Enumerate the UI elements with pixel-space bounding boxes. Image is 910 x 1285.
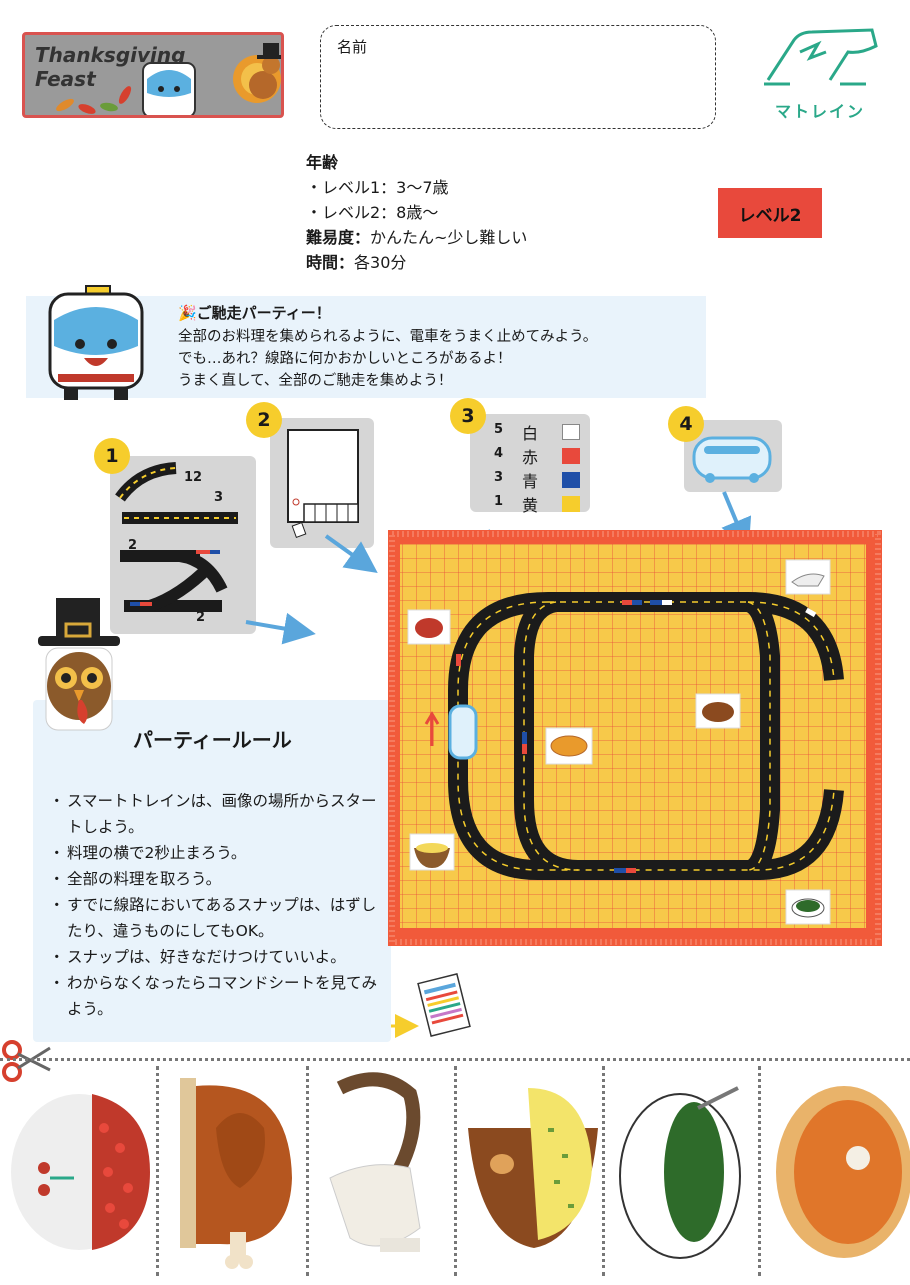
- time-value: 各30分: [354, 253, 407, 272]
- command-sheet-panel: [270, 418, 374, 548]
- brand-logo: マトレイン: [760, 22, 880, 132]
- pilgrim-owl-icon: [38, 598, 120, 731]
- smart-train-icon: [692, 436, 772, 483]
- white-swatch: [562, 424, 580, 440]
- difficulty-label: 難易度：: [306, 228, 371, 247]
- mashed-potato-icon: [468, 1088, 598, 1248]
- step-number-3: 3: [450, 398, 486, 434]
- thanksgiving-illustration-icon: [56, 43, 281, 115]
- intro-line: 全部のお料理を集められるように、電車をうまく止めてみよう。: [178, 329, 598, 345]
- switch-left-count: 2: [128, 538, 138, 553]
- age-label: 年齢: [306, 153, 339, 172]
- green-bean-tile: [785, 889, 831, 925]
- name-label: 名前: [337, 38, 368, 56]
- cutout-green-beans: [608, 1068, 758, 1280]
- level1-age: ・レベル1：3〜7歳: [306, 178, 449, 197]
- cranberry-icon: [11, 1094, 150, 1250]
- track-board: [388, 530, 882, 946]
- level-badge: レベル2: [718, 188, 822, 238]
- track-pieces-icon: [115, 462, 238, 612]
- difficulty-value: かんたん~少し難しい: [370, 228, 528, 247]
- green-bean-icon: [619, 1086, 741, 1259]
- intro-body: 全部のお料理を集められるように、電車をうまく止めてみよう。 でも…あれ？線路に何…: [178, 326, 597, 392]
- time-label: 時間：: [306, 253, 355, 272]
- cutout-potato: [458, 1068, 608, 1280]
- color-code-row: 4 赤: [470, 444, 590, 468]
- step-number-2: 2: [246, 402, 282, 438]
- cutout-turkey: [160, 1068, 310, 1280]
- intro-box: 🎉ご馳走パーティー！ 全部のお料理を集められるように、電車をうまく止めてみよう。…: [26, 285, 706, 400]
- step-number-4: 4: [668, 406, 704, 442]
- blue-swatch: [562, 472, 580, 488]
- cranberry-tile: [407, 609, 451, 645]
- cut-line-vertical: [454, 1066, 457, 1276]
- rule-item: すでに線路においてあるスナップは、はずしたり、違うものにしてもOK。: [49, 892, 391, 944]
- curve-count: 12: [184, 470, 203, 485]
- train-mascot-icon: [48, 285, 144, 400]
- gravy-boat-icon: [329, 1072, 421, 1252]
- track-pieces-panel: 12 3 2 2: [110, 456, 256, 634]
- logo-text: Thanksgiving Feast: [35, 43, 186, 91]
- intro-line: うまく直して、全部のご馳走を集めよう！: [178, 373, 453, 389]
- pumpkin-pie-icon: [776, 1086, 910, 1258]
- straight-count: 3: [214, 490, 224, 505]
- switch-right-count: 2: [196, 610, 206, 625]
- rule-item: 料理の横で2秒止まろう。: [49, 840, 391, 866]
- smart-train-panel: [684, 420, 782, 492]
- rules-title: パーティールール: [133, 728, 292, 752]
- red-swatch: [562, 448, 580, 464]
- turkey-leg-icon: [180, 1078, 292, 1269]
- logo-banner: Thanksgiving Feast: [22, 32, 284, 118]
- cutout-cranberry: [4, 1068, 154, 1280]
- cut-line-vertical: [306, 1066, 309, 1276]
- cut-line-vertical: [758, 1066, 761, 1276]
- step-number-1: 1: [94, 438, 130, 474]
- cut-sheet-icon: [287, 429, 359, 538]
- potato-tile: [409, 833, 455, 871]
- rule-item: 全部の料理を取ろう。: [49, 866, 391, 892]
- cut-line-vertical: [602, 1066, 605, 1276]
- color-code-table: 5 白 4 赤 3 青 1 黄: [470, 416, 590, 515]
- command-sheet-icon: [417, 973, 471, 1037]
- rules-list: スマートトレインは、画像の場所からスタートしよう。 料理の横で2秒止まろう。 全…: [49, 788, 391, 1022]
- turkey-tile: [695, 693, 741, 729]
- color-code-row: 3 青: [470, 468, 590, 492]
- pie-tile: [545, 727, 593, 765]
- brand-name: マトレイン: [774, 102, 865, 121]
- color-code-row: 5 白: [470, 420, 590, 444]
- intro-line: でも…あれ？線路に何かおかしいところがあるよ！: [178, 351, 512, 367]
- cut-line: [0, 1058, 910, 1061]
- color-code-row: 1 黄: [470, 492, 590, 516]
- info-block: 年齢 ・レベル1：3〜7歳 ・レベル2：8歳〜 難易度：かんたん~少し難しい 時…: [306, 150, 527, 275]
- cutout-gravy: [310, 1068, 460, 1280]
- rule-item: スナップは、好きなだけつけていいよ。: [49, 944, 391, 970]
- gravy-tile: [785, 559, 831, 595]
- cutout-pumpkin-pie: [762, 1068, 910, 1280]
- rule-item: スマートトレインは、画像の場所からスタートしよう。: [49, 788, 391, 840]
- cut-line-vertical: [156, 1066, 159, 1276]
- level2-age: ・レベル2：8歳〜: [306, 203, 439, 222]
- train-logo-icon: [764, 28, 878, 86]
- yellow-swatch: [562, 496, 580, 512]
- intro-title: 🎉ご馳走パーティー！: [178, 304, 331, 322]
- name-field[interactable]: 名前: [320, 25, 716, 129]
- rule-item: わからなくなったらコマンドシートを見てみよう。: [49, 970, 391, 1022]
- rules-box: パーティールール スマートトレインは、画像の場所からスタートしよう。 料理の横で…: [33, 700, 391, 1042]
